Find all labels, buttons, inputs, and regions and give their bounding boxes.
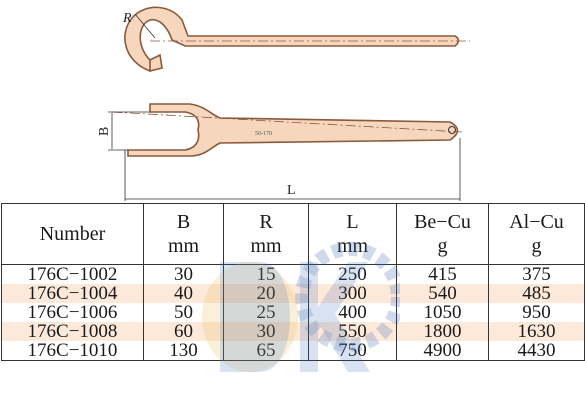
radius-leader [134, 13, 156, 39]
cell-r: 30 [223, 322, 309, 341]
technical-drawing: R 50-170 B L [97, 6, 470, 201]
cell-be-cu: 540 [396, 284, 489, 303]
label-b: B [97, 127, 112, 136]
col-header-number: Number [1, 203, 144, 265]
cell-b: 130 [143, 341, 224, 361]
letter-d-shape [220, 262, 290, 372]
fork-spanner-drawing [127, 103, 459, 157]
cell-al-cu: 375 [488, 264, 585, 284]
letter-k-shape [300, 262, 370, 372]
gear-icon [295, 242, 400, 352]
cell-al-cu: 4430 [488, 341, 585, 361]
table-row: 176C−1006 50 25 400 1050 950 [1, 303, 585, 322]
cell-be-cu: 1800 [396, 322, 489, 341]
cell-number: 176C−1004 [1, 284, 144, 303]
cell-be-cu: 415 [396, 264, 489, 284]
table-row: 176C−1010 130 65 750 4900 4430 [1, 341, 585, 361]
table-row: 176C−1008 60 30 550 1800 1630 [1, 322, 585, 341]
table-row: 176C−1004 40 20 300 540 485 [1, 284, 585, 303]
cell-al-cu: 1630 [488, 322, 585, 341]
cell-r: 25 [223, 303, 309, 322]
cell-r: 65 [223, 341, 309, 361]
cell-l: 300 [308, 284, 397, 303]
cell-number: 176C−1008 [1, 322, 144, 341]
cell-l: 400 [308, 303, 397, 322]
cell-be-cu: 4900 [396, 341, 489, 361]
cell-r: 20 [223, 284, 309, 303]
hook-spanner-drawing [124, 6, 460, 73]
watermark-logo [202, 242, 400, 372]
centerline-bottom [111, 111, 463, 133]
cell-b: 30 [143, 264, 224, 284]
cell-be-cu: 1050 [396, 303, 489, 322]
gold-emblem-icon [202, 262, 298, 372]
cell-al-cu: 950 [488, 303, 585, 322]
cell-number: 176C−1010 [1, 341, 144, 361]
cell-l: 750 [308, 341, 397, 361]
cell-b: 40 [143, 284, 224, 303]
hang-hole-icon [448, 126, 456, 134]
cell-b: 50 [143, 303, 224, 322]
handle-text: 50-170 [255, 131, 272, 137]
cell-l: 250 [308, 264, 397, 284]
table-row: 176C−1002 30 15 250 415 375 [1, 264, 585, 284]
label-r: R [122, 11, 132, 26]
cell-number: 176C−1006 [1, 303, 144, 322]
label-l: L [287, 183, 296, 198]
cell-l: 550 [308, 322, 397, 341]
cell-al-cu: 485 [488, 284, 585, 303]
cell-number: 176C−1002 [1, 264, 144, 284]
